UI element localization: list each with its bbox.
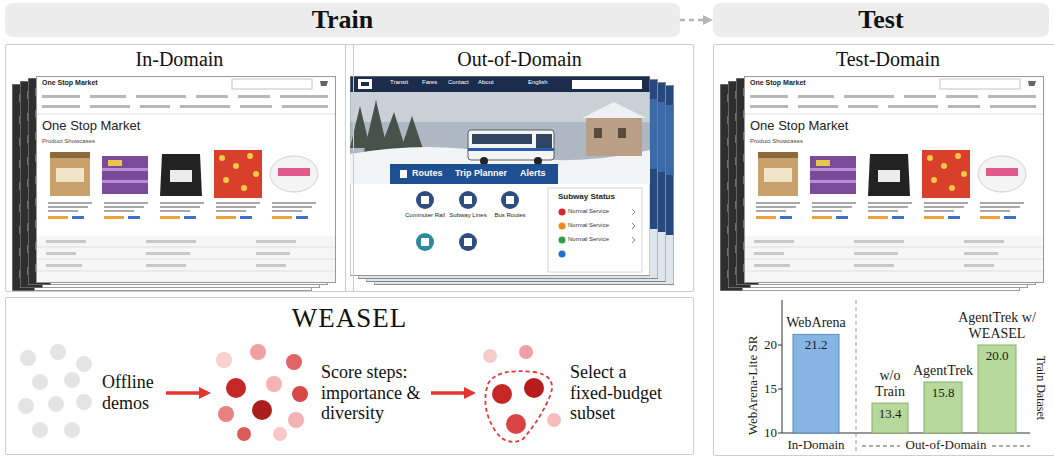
nav-item: About bbox=[478, 79, 494, 86]
range-dashes bbox=[992, 446, 1030, 447]
bar-value: 20.0 bbox=[986, 349, 1009, 364]
bar-value: 15.8 bbox=[932, 386, 955, 401]
bar-name: w/o Train bbox=[870, 368, 910, 400]
method-panel: Offline demos Score steps: importance & d… bbox=[5, 297, 694, 455]
axis-tick bbox=[778, 389, 782, 390]
pipeline-step: Select a fixed-budget subset bbox=[476, 343, 668, 443]
pipeline-step: Offline demos bbox=[16, 343, 166, 443]
dot-cluster-area bbox=[476, 388, 564, 398]
tick-label: 20 bbox=[764, 338, 777, 353]
page-heading: One Stop Market bbox=[750, 119, 848, 134]
tab-label: Routes bbox=[412, 168, 443, 178]
bar-in-domain bbox=[793, 334, 839, 433]
nav-item: Contact bbox=[448, 79, 469, 86]
bar-out-of-domain bbox=[978, 345, 1016, 433]
bar-value: 21.2 bbox=[805, 338, 828, 353]
bar-value: 13.4 bbox=[879, 407, 902, 422]
status-text: Normal Service bbox=[568, 208, 609, 215]
method-title: WEASEL bbox=[6, 303, 693, 334]
section-band: Train bbox=[5, 3, 680, 37]
bar-out-of-domain bbox=[872, 403, 908, 433]
tab-label: Alerts bbox=[520, 168, 546, 178]
domain-divider bbox=[856, 300, 857, 454]
selection-outline bbox=[485, 371, 552, 442]
dot-cluster-area bbox=[211, 388, 311, 398]
test-domain-screenshots bbox=[721, 77, 1044, 291]
icon-label: Subway Lines bbox=[449, 212, 486, 219]
scored-step-dots bbox=[216, 344, 308, 441]
tick-label: 15 bbox=[764, 382, 777, 397]
axis-tick bbox=[778, 433, 782, 434]
section-title: Train bbox=[312, 5, 374, 35]
icon-label: Bus Routes bbox=[494, 212, 525, 219]
screenshot-front bbox=[350, 77, 650, 276]
section-title: Test bbox=[858, 5, 903, 35]
axis-title: Train Dataset bbox=[1033, 356, 1047, 421]
y-axis bbox=[782, 300, 783, 433]
site-logo-text: One Stop Market bbox=[42, 79, 98, 87]
nav-item: Fares bbox=[422, 79, 437, 86]
selected-subset-dots bbox=[483, 345, 561, 442]
bar-name: AgentTrek bbox=[913, 363, 973, 379]
nav-item: English bbox=[528, 79, 548, 86]
panel-title: In-Domain bbox=[6, 48, 353, 71]
axis-title: WebArena-Lite SR bbox=[747, 335, 762, 435]
nav-item: Transit bbox=[390, 79, 408, 86]
page-heading: One Stop Market bbox=[42, 119, 140, 134]
section-heading: Product Showcases bbox=[750, 138, 803, 145]
range-dashes bbox=[862, 446, 900, 447]
axis-tick bbox=[778, 345, 782, 346]
step-text: Select a fixed-budget subset bbox=[570, 362, 666, 424]
icon-label: Commuter Rail bbox=[405, 212, 445, 219]
tab-label: Trip Planner bbox=[455, 168, 507, 178]
screenshot-front bbox=[37, 77, 336, 283]
status-heading: Subway Status bbox=[558, 192, 615, 201]
status-text: Normal Service bbox=[568, 236, 609, 243]
section-band: Test bbox=[713, 3, 1049, 37]
bar-out-of-domain bbox=[924, 382, 962, 433]
tick-label: 10 bbox=[764, 426, 777, 441]
bar-name: WebArena bbox=[786, 315, 846, 331]
status-text: Normal Service bbox=[568, 222, 609, 229]
out-of-domain-screenshots bbox=[350, 77, 674, 285]
flow-arrow bbox=[680, 19, 708, 22]
step-text: Score steps: importance & diversity bbox=[321, 362, 429, 424]
flow-arrow bbox=[166, 391, 206, 395]
panel-title: Out-of-Domain bbox=[346, 48, 693, 71]
site-logo-text: One Stop Market bbox=[750, 79, 806, 87]
offline-demo-dots bbox=[18, 344, 92, 438]
pipeline-step: Score steps: importance & diversity bbox=[211, 343, 431, 443]
bar-name: AgentTrek w/ WEASEL bbox=[955, 310, 1039, 342]
dot-cluster-area bbox=[16, 388, 94, 398]
in-domain-screenshots bbox=[13, 77, 336, 291]
flow-arrow bbox=[431, 391, 471, 395]
screenshot-front bbox=[745, 77, 1044, 283]
axis-category: In-Domain bbox=[787, 438, 844, 453]
section-heading: Product Showcases bbox=[42, 138, 95, 145]
step-text: Offline demos bbox=[102, 372, 164, 413]
axis-category: Out-of-Domain bbox=[906, 438, 987, 453]
panel-title: Test-Domain bbox=[714, 48, 1054, 71]
